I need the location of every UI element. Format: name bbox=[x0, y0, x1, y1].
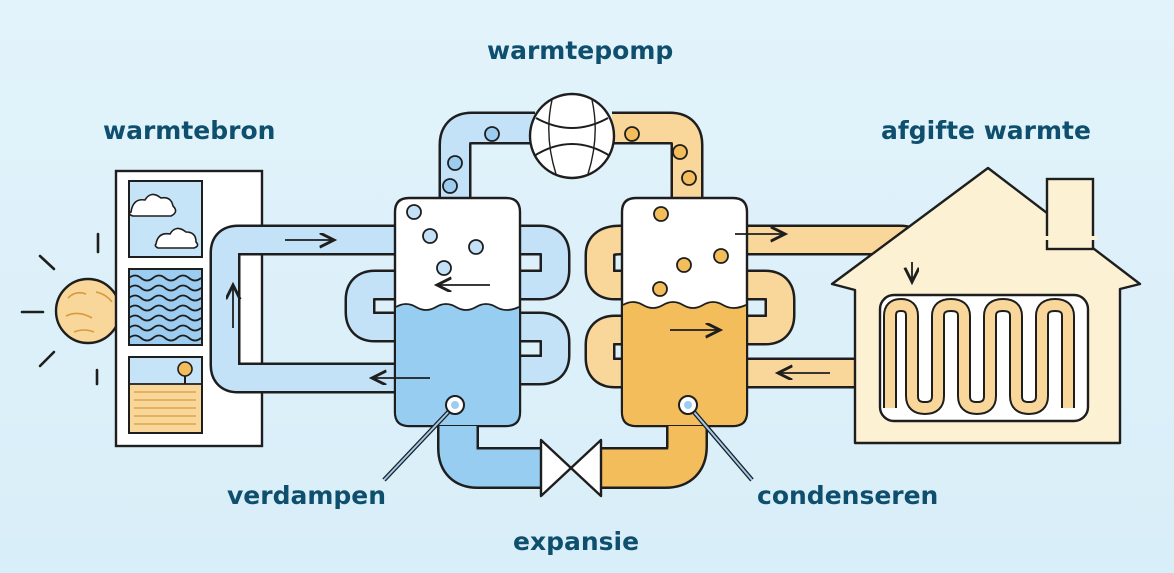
cold-circuit bbox=[209, 224, 571, 394]
label-pump: warmtepomp bbox=[487, 36, 674, 65]
expansion-pipes bbox=[437, 426, 708, 489]
radiator-icon bbox=[878, 293, 1090, 423]
callout-pointers bbox=[382, 395, 754, 482]
label-expansion: expansie bbox=[513, 527, 640, 556]
ground-tree-icon bbox=[129, 361, 202, 432]
compressor-pipes bbox=[438, 111, 704, 210]
evaporator-tank bbox=[393, 196, 522, 428]
sun-icon bbox=[20, 232, 122, 386]
expansion-valve-icon bbox=[539, 438, 603, 498]
compressor-icon bbox=[528, 92, 616, 180]
label-output: afgifte warmte bbox=[881, 116, 1091, 145]
condenser-tank bbox=[620, 196, 749, 428]
cloud-icon bbox=[129, 193, 199, 249]
label-evaporate: verdampen bbox=[227, 481, 387, 510]
label-condense: condenseren bbox=[757, 481, 939, 510]
water-waves-icon bbox=[129, 274, 202, 342]
label-source: warmtebron bbox=[103, 116, 276, 145]
flow-arrows bbox=[233, 234, 912, 378]
